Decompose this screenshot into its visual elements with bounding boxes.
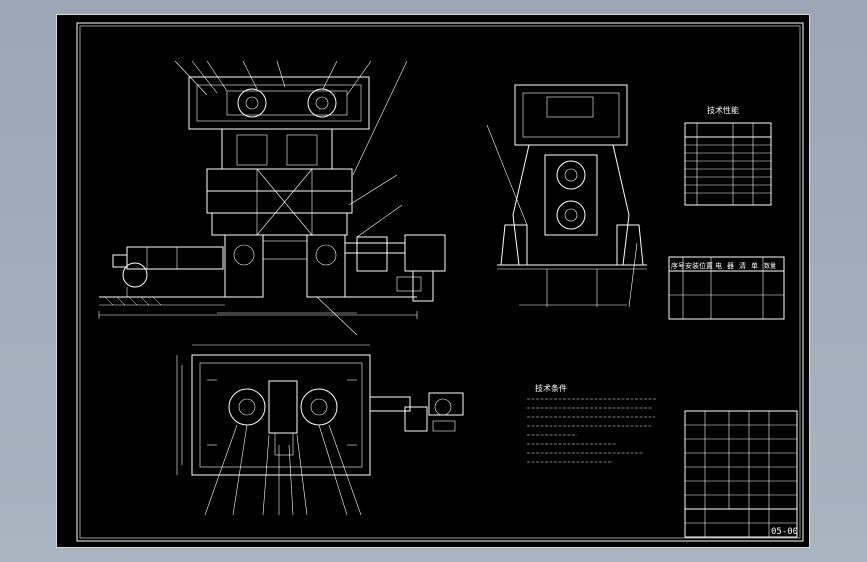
drawing-sheet: 技术性能 序号 安装位置 电 器 清 单 数量 技术条件 [56, 14, 810, 548]
side-view [486, 84, 647, 308]
technical-requirements: 技术条件 [527, 383, 657, 463]
cad-drawing-canvas: 技术性能 序号 安装位置 电 器 清 单 数量 技术条件 [76, 22, 804, 542]
technical-requirements-title: 技术条件 [535, 383, 567, 393]
title-block: 05-00 [684, 410, 798, 538]
equipment-header-list-4: 单 [751, 261, 758, 270]
equipment-header-list-2: 器 [727, 262, 734, 270]
drawing-number: 05-00 [771, 527, 798, 537]
equipment-header-list-3: 清 [739, 261, 746, 270]
inner-frame [76, 22, 804, 542]
performance-table-title: 技术性能 [707, 105, 739, 115]
equipment-header-index: 序号 [671, 261, 685, 270]
equipment-list-table: 序号 安装位置 电 器 清 单 数量 [668, 256, 785, 320]
technical-performance-table: 技术性能 [684, 105, 772, 206]
equipment-header-location: 安装位置 [685, 261, 713, 270]
inner-frame-secondary [79, 25, 801, 539]
plan-view [176, 344, 464, 516]
equipment-header-quantity: 数量 [764, 262, 776, 270]
front-view [98, 60, 446, 336]
equipment-header-list-1: 电 [715, 261, 722, 270]
